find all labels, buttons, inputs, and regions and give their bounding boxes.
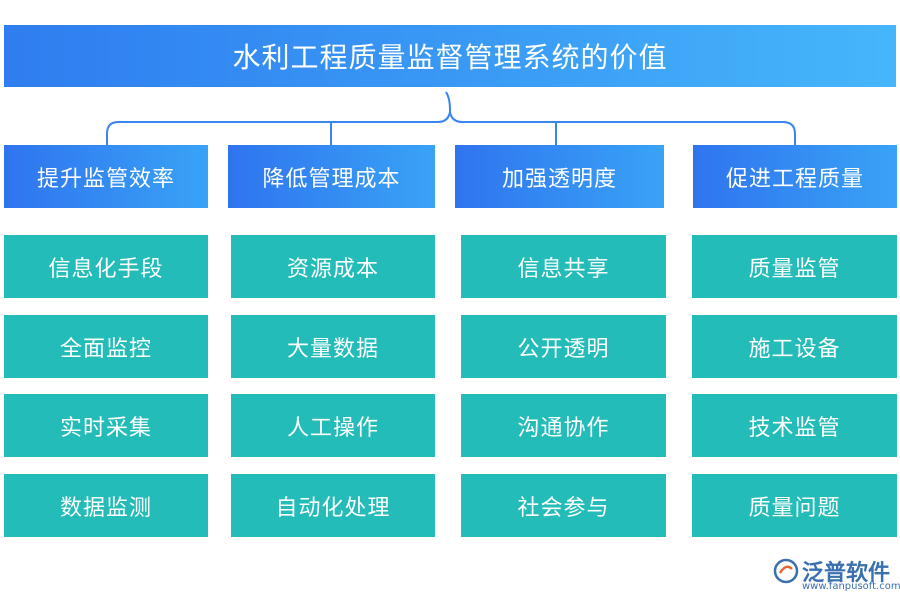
item-box: 公开透明 — [461, 315, 666, 378]
item-box: 大量数据 — [231, 315, 435, 378]
category-label: 提升监管效率 — [36, 166, 175, 192]
category-box-2: 降低管理成本 — [228, 145, 435, 208]
item-box: 全面监控 — [4, 315, 208, 378]
item-box: 社会参与 — [461, 474, 666, 537]
item-label: 全面监控 — [59, 336, 152, 362]
item-label: 实时采集 — [59, 415, 152, 441]
item-label: 沟通协作 — [517, 415, 610, 441]
item-label: 人工操作 — [286, 415, 379, 441]
item-box: 实时采集 — [4, 394, 208, 457]
category-box-4: 促进工程质量 — [693, 145, 897, 208]
diagram-title-text: 水利工程质量监督管理系统的价值 — [232, 41, 668, 74]
item-box: 沟通协作 — [461, 394, 666, 457]
item-box: 人工操作 — [231, 394, 435, 457]
item-box: 自动化处理 — [231, 474, 435, 537]
item-label: 社会参与 — [517, 495, 610, 521]
category-label: 降低管理成本 — [262, 166, 401, 192]
item-label: 质量问题 — [748, 495, 841, 521]
item-box: 信息共享 — [461, 235, 666, 298]
connector-brace — [445, 91, 796, 145]
item-label: 信息共享 — [517, 256, 610, 282]
item-box: 信息化手段 — [4, 235, 208, 298]
item-box: 施工设备 — [692, 315, 897, 378]
item-box: 资源成本 — [231, 235, 435, 298]
item-box: 质量问题 — [692, 474, 897, 537]
brand-watermark: 泛普软件 www.fanpusoft.com — [772, 555, 900, 597]
item-label: 质量监管 — [748, 256, 841, 282]
category-box-3: 加强透明度 — [455, 145, 664, 208]
item-label: 技术监管 — [748, 415, 841, 441]
item-label: 公开透明 — [517, 336, 610, 362]
item-label: 数据监测 — [59, 495, 152, 521]
connector-brace-left — [106, 111, 451, 145]
item-label: 施工设备 — [748, 336, 841, 362]
category-label: 加强透明度 — [501, 166, 617, 192]
item-label: 大量数据 — [286, 336, 379, 362]
item-label: 信息化手段 — [48, 256, 164, 282]
item-label: 自动化处理 — [275, 495, 391, 521]
brand-url: www.fanpusoft.com — [802, 581, 900, 592]
category-box-1: 提升监管效率 — [4, 145, 208, 208]
diagram-title: 水利工程质量监督管理系统的价值 — [4, 25, 896, 87]
brand-name: 泛普软件 — [802, 561, 891, 586]
item-box: 技术监管 — [692, 394, 897, 457]
item-label: 资源成本 — [286, 256, 379, 282]
category-label: 促进工程质量 — [725, 166, 864, 192]
brand-logo-icon — [773, 558, 799, 584]
item-box: 数据监测 — [4, 474, 208, 537]
item-box: 质量监管 — [692, 235, 897, 298]
